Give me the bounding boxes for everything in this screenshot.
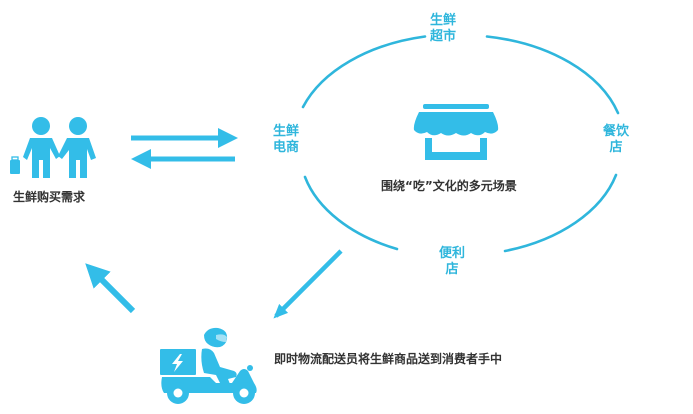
node-label-line: 电商 — [273, 140, 300, 156]
arrow-up-left-icon — [85, 263, 136, 314]
node-label-line: 便利 — [439, 246, 466, 261]
delivery-scooter-icon — [160, 327, 257, 404]
scene-ring — [301, 35, 620, 253]
node-label-line: 餐饮 — [603, 124, 630, 139]
node-label-line: 生鲜 — [430, 13, 457, 28]
delivery-label: 即时物流配送员将生鲜商品送到消费者手中 — [274, 352, 503, 366]
consumer-label: 生鲜购买需求 — [13, 190, 86, 204]
storefront-icon — [413, 104, 499, 160]
node-fresh-supermarket: 生鲜 超市 — [430, 13, 456, 46]
people-handshake-icon — [10, 117, 96, 178]
node-restaurant: 餐饮 店 — [603, 124, 629, 157]
exchange-arrows — [131, 128, 238, 169]
node-label-line: 店 — [445, 262, 459, 278]
scene-caption: 围绕“吃”文化的多元场景 — [381, 179, 517, 193]
node-fresh-ecommerce: 生鲜 电商 — [273, 124, 299, 157]
node-label-line: 店 — [609, 140, 623, 156]
node-label-line: 生鲜 — [273, 124, 300, 139]
node-label-line: 超市 — [430, 29, 457, 45]
arrow-down-left-icon — [273, 249, 343, 319]
node-convenience-store: 便利 店 — [439, 246, 465, 279]
